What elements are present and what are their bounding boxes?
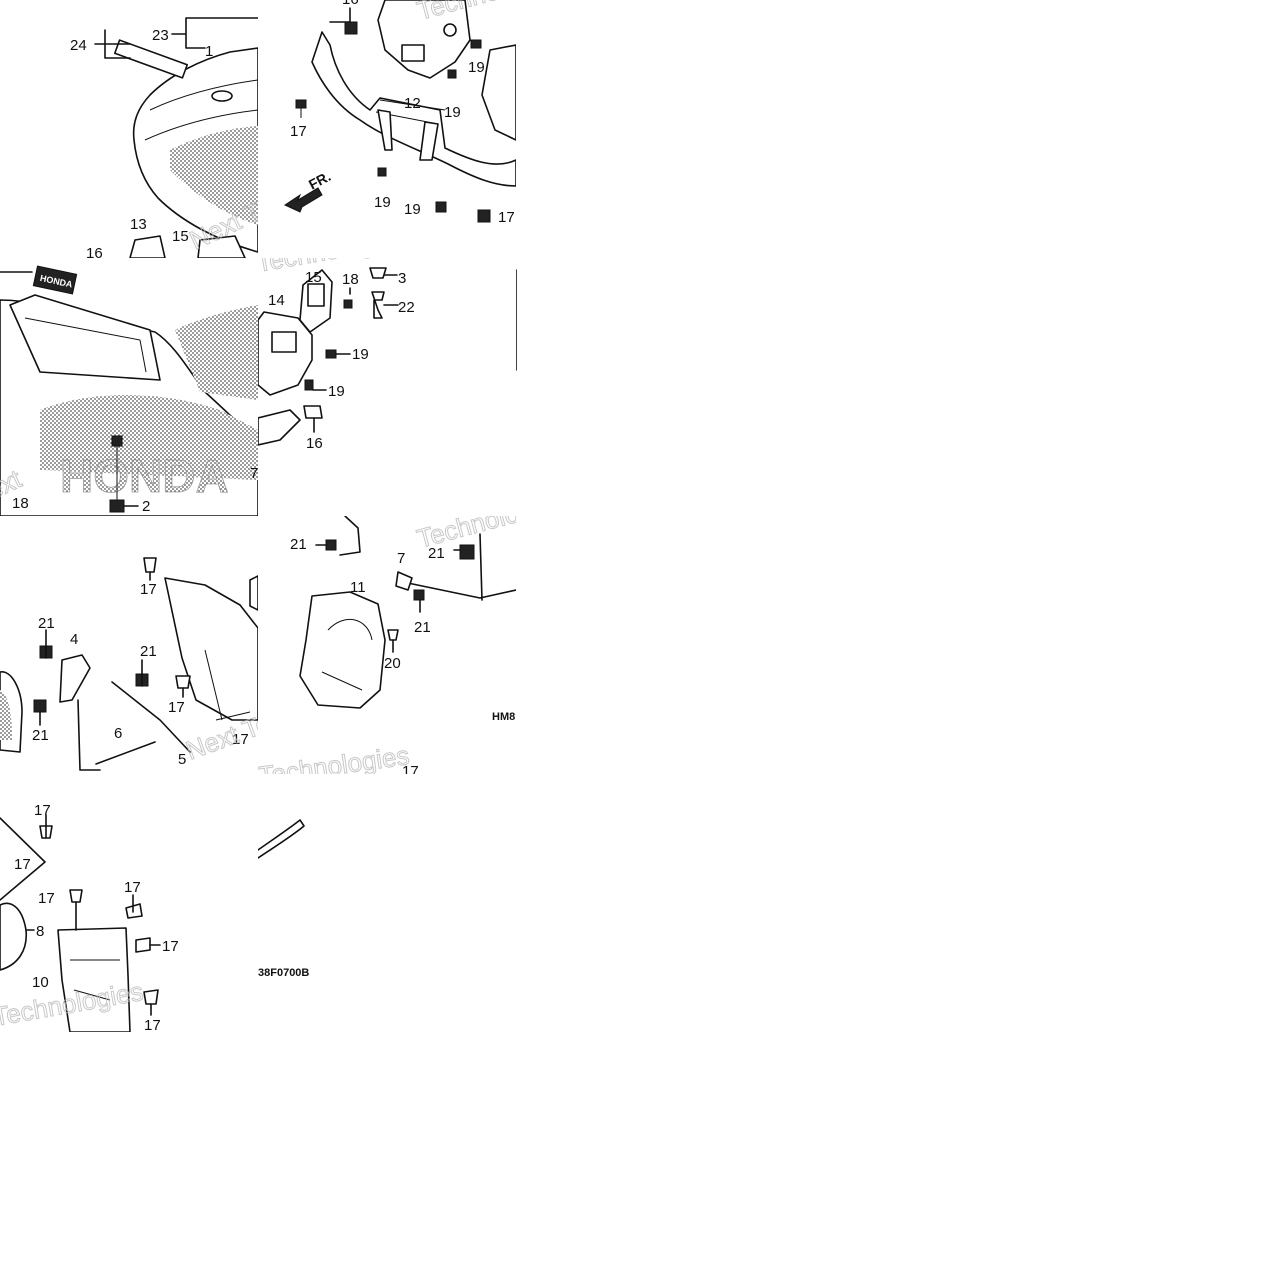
- tile-rear-fender-top: 24 23 1 13 15 16 Next Te: [70, 17, 258, 262]
- callout-18: 18: [12, 495, 29, 512]
- callout-17: 17: [162, 938, 179, 955]
- callout-9: 9: [500, 257, 508, 274]
- watermark: Technologies: [257, 740, 411, 791]
- callout-21: 21: [290, 536, 307, 553]
- side-stay-part: [516, 269, 517, 371]
- callout-16: 16: [86, 245, 103, 262]
- callout-4: 4: [70, 631, 78, 648]
- callout-18: 18: [342, 271, 359, 288]
- callout-6: 6: [114, 725, 122, 742]
- callout-17: 17: [14, 856, 31, 873]
- callout-17: 17: [168, 699, 185, 716]
- callout-21: 21: [414, 619, 431, 636]
- callout-19: 19: [352, 346, 369, 363]
- direction-label: FR.: [306, 168, 333, 193]
- callout-21: 21: [38, 615, 55, 632]
- callout-17: 17: [140, 581, 157, 598]
- callout-12: 12: [404, 95, 421, 112]
- figure-code-partial: HM8: [492, 711, 515, 723]
- callout-17: 17: [34, 802, 51, 819]
- callout-15: 15: [172, 228, 189, 245]
- inner-cover-panel-part: [164, 577, 258, 721]
- forward-arrow-icon: [283, 187, 323, 213]
- callout-24: 24: [70, 37, 87, 54]
- callout-17: 17: [318, 787, 335, 804]
- tile-side-stay: 9 20: [455, 257, 517, 371]
- callout-20: 20: [455, 292, 472, 309]
- callout-5: 5: [178, 751, 186, 768]
- callout-16: 16: [306, 435, 323, 452]
- callout-19: 19: [374, 194, 391, 211]
- callout-17: 17: [402, 763, 419, 780]
- tile-front-bracket: FR. 16 19 12 19 17 19 19 17 Technologies: [283, 0, 516, 226]
- callout-22: 22: [398, 299, 415, 316]
- callout-13: 13: [130, 216, 147, 233]
- reflector-strip-part: [113, 39, 189, 79]
- callout-2: 2: [142, 498, 150, 515]
- callout-17: 17: [232, 731, 249, 748]
- callout-17: 17: [124, 879, 141, 896]
- callout-7: 7: [397, 550, 405, 567]
- tile-inner-panel: 21 4 21 6 5 17 21 17 17 Next Te: [0, 557, 258, 771]
- inner-fender-right-part: [57, 927, 131, 1032]
- callout-15: 15: [305, 269, 322, 286]
- callout-19: 19: [468, 59, 485, 76]
- callout-19: 19: [444, 104, 461, 121]
- mud-guard-part: [299, 591, 386, 709]
- tile-front-fender: HONDA HONDA 2 18 7 ext: [0, 265, 258, 516]
- headlight-bracket-part: [377, 0, 471, 79]
- watermark: Technologies: [414, 486, 568, 554]
- front-bumper-part: [311, 31, 516, 187]
- callout-17: 17: [498, 209, 515, 226]
- callout-17: 17: [290, 123, 307, 140]
- callout-19: 19: [404, 201, 421, 218]
- callout-20: 20: [384, 655, 401, 672]
- callout-16: 16: [342, 0, 359, 8]
- callout-1: 1: [205, 43, 213, 60]
- callout-21: 21: [32, 727, 49, 744]
- figure-code: 38F0700B: [258, 967, 309, 979]
- callout-7: 7: [250, 465, 258, 482]
- callout-8: 8: [36, 923, 44, 940]
- callout-10: 10: [32, 974, 49, 991]
- callout-23: 23: [152, 27, 169, 44]
- tile-mud-guard: 21 7 21 11 21 20 17 17 HM8 Technologies …: [257, 486, 568, 804]
- tile-code-label: 38F0700B: [258, 819, 309, 979]
- callout-14: 14: [268, 292, 285, 309]
- callout-21: 21: [140, 643, 157, 660]
- tile-rear-inner-panels: 17 17 17 17 8 17 10 17 Technologies: [0, 802, 179, 1034]
- callout-17: 17: [38, 890, 55, 907]
- emblem-badge-part: [32, 265, 78, 295]
- callout-21: 21: [428, 545, 445, 562]
- callout-19: 19: [328, 383, 345, 400]
- tile-meter-case: 15 18 3 22 14 19 19 16 Technologies: [258, 258, 415, 452]
- inner-fender-left-part: [0, 902, 27, 971]
- callout-17: 17: [144, 1017, 161, 1034]
- callout-3: 3: [398, 270, 406, 287]
- callout-11: 11: [350, 579, 366, 596]
- brand-lettering: HONDA: [60, 450, 229, 502]
